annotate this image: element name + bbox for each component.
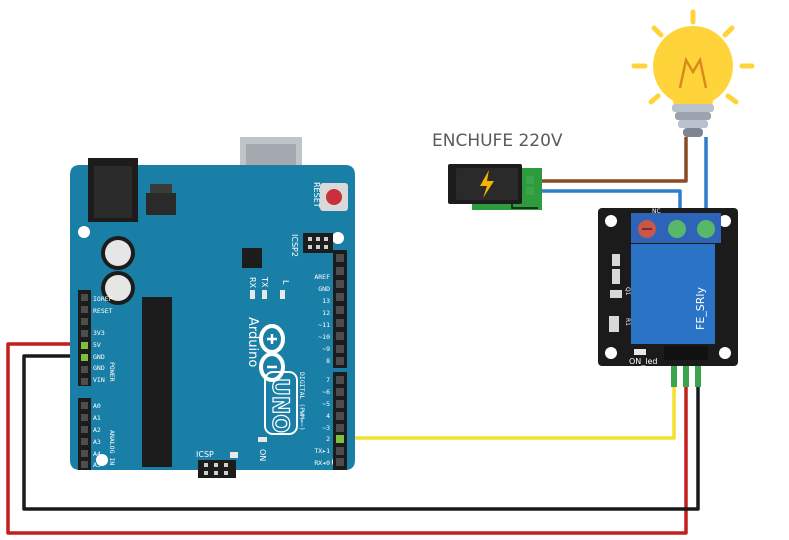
relay-model-label: FE_SRly xyxy=(694,287,707,330)
digital-pin-4: 4 xyxy=(326,412,330,420)
power-pin-3v3: 3V3 xyxy=(93,329,105,337)
reset-label: RESET xyxy=(312,182,321,208)
icsp2-label: ICSP2 xyxy=(290,234,299,257)
digital-pin-12: 12 xyxy=(322,309,330,317)
on-label: ON xyxy=(258,449,267,461)
rx-label: RX xyxy=(248,277,257,289)
wire-brown xyxy=(532,137,688,183)
analog-pin-a5: A5 xyxy=(93,461,101,469)
uno-label: UNO xyxy=(267,378,292,433)
relay-block xyxy=(631,244,715,344)
arduino-logo-icon xyxy=(259,324,285,382)
digital-pin-11: ~11 xyxy=(318,321,330,329)
digital-pin-gnd: GND xyxy=(318,285,330,293)
status-leds: TX RX L xyxy=(248,276,290,299)
wire-signal-yellow xyxy=(340,370,676,440)
icsp-label: ICSP xyxy=(196,450,214,459)
icsp2-header: ICSP2 xyxy=(290,233,333,257)
digital-header-bottom: 7 ~6 ~5 4 ~3 2 TX▸1 RX◂0 DIGITAL (PWM=~) xyxy=(298,372,347,470)
power-group-label: POWER xyxy=(108,362,116,382)
power-plug: ENCHUFE 220V xyxy=(432,131,563,210)
q1-label: Q1 xyxy=(624,287,631,296)
digital-pin-6: ~6 xyxy=(322,388,330,396)
lightning-icon xyxy=(480,170,494,198)
arduino-uno-board: RESET TX RX L ICSP2 Arduino xyxy=(70,137,355,478)
analog-pin-a1: A1 xyxy=(93,414,101,422)
on-led-label: ON_led xyxy=(629,357,658,366)
digital-pin-7: 7 xyxy=(326,376,330,384)
digital-group-label: DIGITAL (PWM=~) xyxy=(298,372,306,431)
power-pin-ioref: IOREF xyxy=(93,295,113,303)
l-label: L xyxy=(281,280,290,285)
relay-input-header xyxy=(664,346,708,360)
digital-pin-8: 8 xyxy=(326,357,330,365)
analog-group-label: ANALOG IN xyxy=(108,430,116,465)
wire-gnd-black xyxy=(22,354,700,511)
digital-pin-13: 13 xyxy=(322,297,330,305)
power-pin-reset: RESET xyxy=(93,307,113,315)
analog-pin-a0: A0 xyxy=(93,402,101,410)
power-header: IOREF RESET 3V3 5V GND GND VIN POWER xyxy=(78,290,116,386)
power-pin-5v: 5V xyxy=(93,341,101,349)
digital-pin-0: RX◂0 xyxy=(314,459,330,467)
plug-label: ENCHUFE 220V xyxy=(432,131,563,151)
tx-label: TX xyxy=(260,276,269,288)
atmega-chip xyxy=(142,297,172,467)
analog-pin-a4: A4 xyxy=(93,450,101,458)
power-pin-gnd1: GND xyxy=(93,353,105,361)
relay-module: NC FE_SRly R1 Q1 ON_led xyxy=(598,208,738,366)
uno-badge: UNO xyxy=(264,371,298,435)
digital-pin-1: TX▸1 xyxy=(314,447,330,455)
analog-pin-a2: A2 xyxy=(93,426,101,434)
icsp-header: ICSP xyxy=(196,450,238,478)
digital-pin-2: 2 xyxy=(326,435,330,443)
digital-pin-3: ~3 xyxy=(322,424,330,432)
analog-header: A0 A1 A2 A3 A4 A5 ANALOG IN xyxy=(78,398,116,470)
power-pin-vin: VIN xyxy=(93,376,105,384)
analog-pin-a3: A3 xyxy=(93,438,101,446)
nc-label: NC xyxy=(652,208,661,215)
digital-pin-aref: AREF xyxy=(314,273,330,281)
digital-pin-9: ~9 xyxy=(322,345,330,353)
r1-label: R1 xyxy=(624,318,631,326)
digital-pin-10: ~10 xyxy=(318,333,330,341)
wire-5v-red xyxy=(6,342,688,535)
power-pin-gnd2: GND xyxy=(93,364,105,372)
digital-header-top: AREF GND 13 12 ~11 ~10 ~9 8 xyxy=(314,250,347,368)
arduino-name: Arduino xyxy=(245,317,260,367)
digital-pin-5: ~5 xyxy=(322,400,330,408)
light-bulb-icon xyxy=(631,9,755,137)
